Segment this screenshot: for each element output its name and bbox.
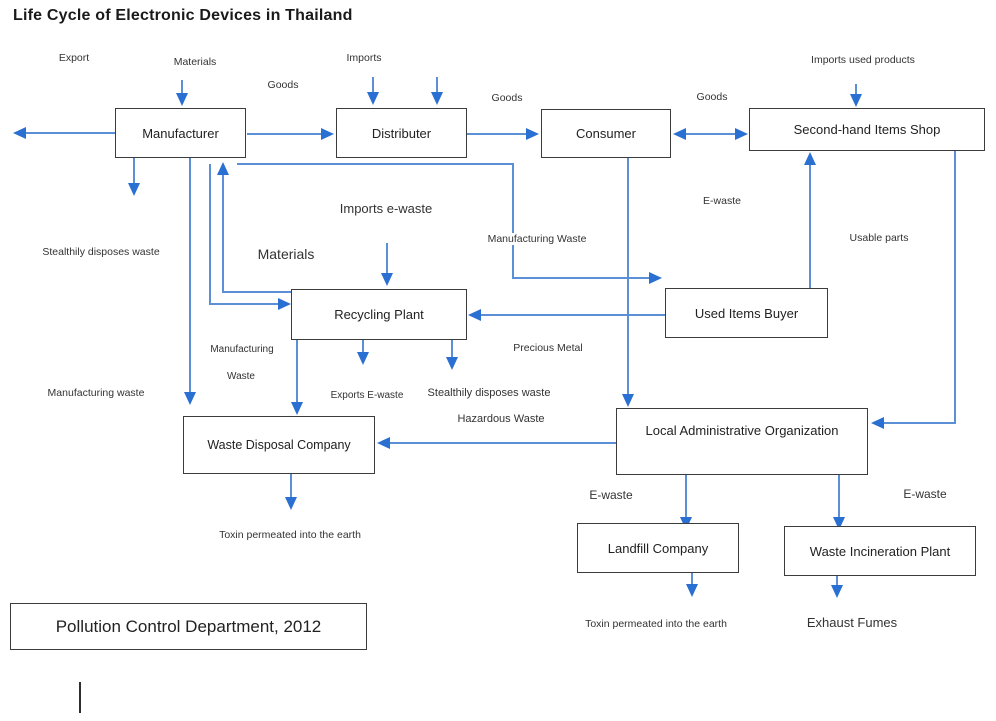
page-title: Life Cycle of Electronic Devices in Thai… [13,7,353,24]
node-secondhand-shop: Second-hand Items Shop [749,108,985,151]
line-mfr-uib-h2 [512,277,650,279]
label-goods-mfr-dist: Goods [265,79,301,92]
label-toxin-left: Toxin permeated into the earth [217,529,363,542]
label-usable-parts: Usable parts [847,232,911,245]
arrowhead-uib-shop [804,152,816,165]
arrowhead-recycling-exports [357,352,369,365]
bottom-tick-mark [79,682,81,713]
label-imports: Imports [344,52,384,65]
node-waste-disposal-company: Waste Disposal Company [183,416,375,474]
line-recycling-waste-disposal [296,340,298,403]
arrowhead-incineration-exhaust [831,585,843,598]
line-consumer-lao [627,158,629,395]
arrowhead-mfr-distributer [321,128,334,140]
label-precious-metal: Precious Metal [511,342,585,355]
line-recycling-exports [362,340,364,353]
arrowhead-recycling-stealthy [446,357,458,370]
node-recycling-plant: Recycling Plant [291,289,467,340]
arrowhead-imports-1 [367,92,379,105]
label-materials-top: Materials [171,56,219,69]
line-uib-shop [809,165,811,288]
label-hazardous-waste: Hazardous Waste [455,413,547,426]
arrowhead-uib-recycling [468,309,481,321]
node-manufacturer: Manufacturer [115,108,246,158]
label-ewaste-bottom-right: E-waste [901,487,949,502]
label-export: Export [56,52,92,65]
label-exports-ewaste: Exports E-waste [328,390,406,402]
source-citation-box: Pollution Control Department, 2012 [10,603,367,650]
arrowhead-imports-ewaste [381,273,393,286]
arrowhead-shop-lao [871,417,884,429]
label-manufacturing-waste-mid: Manufacturing Waste [485,233,589,246]
arrowhead-recycling-waste-disposal [291,402,303,415]
node-waste-incineration-plant: Waste Incineration Plant [784,526,976,576]
line-consumer-shop [686,133,736,135]
line-imports-used-products [855,84,857,95]
line-imports-1 [372,77,374,93]
label-goods-cons-shop: Goods [694,91,730,104]
line-mfr-uib-v [512,163,514,279]
label-materials-mid: Materials [255,246,317,263]
label-toxin-right: Toxin permeated into the earth [583,618,729,631]
arrowhead-distributer-consumer [526,128,539,140]
node-used-items-buyer: Used Items Buyer [665,288,828,338]
arrowhead-shop-consumer [673,128,686,140]
label-ewaste-bottom-left: E-waste [587,488,635,503]
arrowhead-imports-2 [431,92,443,105]
line-incineration-exhaust [836,576,838,586]
line-shop-lao-v [954,151,956,424]
label-manufacturing-waste-left: Manufacturing waste [45,387,147,400]
line-imports-2 [436,77,438,93]
label-goods-dist-cons: Goods [489,92,525,105]
arrowhead-imports-used-products [850,94,862,107]
arrowhead-mfr-uib [649,272,662,284]
node-consumer: Consumer [541,109,671,158]
arrowhead-consumer-shop [735,128,748,140]
line-mfr-uib-h1 [237,163,514,165]
arrowhead-mfr-stealthy-waste [128,183,140,196]
arrowhead-recycling-mfr [217,162,229,175]
line-mfr-recycling-h [209,303,279,305]
arrowhead-materials-top [176,93,188,106]
label-manufacturing-stack-2: Waste [225,371,257,383]
label-imports-used-products: Imports used products [809,54,917,67]
node-local-admin-org: Local Administrative Organization [616,408,868,475]
label-manufacturing-stack-1: Manufacturing [208,344,276,356]
arrowhead-mfr-recycling [278,298,291,310]
arrowhead-export [13,127,26,139]
line-export [26,132,115,134]
line-uib-recycling [481,314,665,316]
label-stealthily-left: Stealthily disposes waste [40,246,162,259]
line-mfr-recycling-v [209,164,211,304]
line-shop-lao-h [884,422,956,424]
line-recycling-mfr-h [224,291,291,293]
line-imports-ewaste [386,243,388,274]
line-recycling-stealthy [451,340,453,358]
line-mfr-waste-disposal [189,158,191,393]
arrowhead-waste-disposal-earth [285,497,297,510]
line-lao-landfill [685,475,687,518]
label-imports-ewaste: Imports e-waste [337,201,435,217]
line-landfill-earth [691,573,693,585]
node-distributer: Distributer [336,108,467,158]
arrowhead-lao-waste-disposal [377,437,390,449]
line-mfr-stealthy-waste [133,158,135,184]
line-waste-disposal-earth [290,474,292,498]
arrowhead-mfr-waste-disposal [184,392,196,405]
line-materials-top [181,80,183,94]
label-exhaust-fumes: Exhaust Fumes [804,615,900,631]
line-lao-incineration [838,475,840,518]
line-mfr-distributer [247,133,322,135]
line-lao-waste-disposal [390,442,616,444]
label-ewaste-top: E-waste [701,195,743,208]
label-stealthily-mid: Stealthily disposes waste [425,387,553,400]
node-landfill-company: Landfill Company [577,523,739,573]
arrowhead-landfill-earth [686,584,698,597]
arrowhead-consumer-lao [622,394,634,407]
line-distributer-consumer [467,133,527,135]
line-recycling-mfr-v [222,175,224,293]
